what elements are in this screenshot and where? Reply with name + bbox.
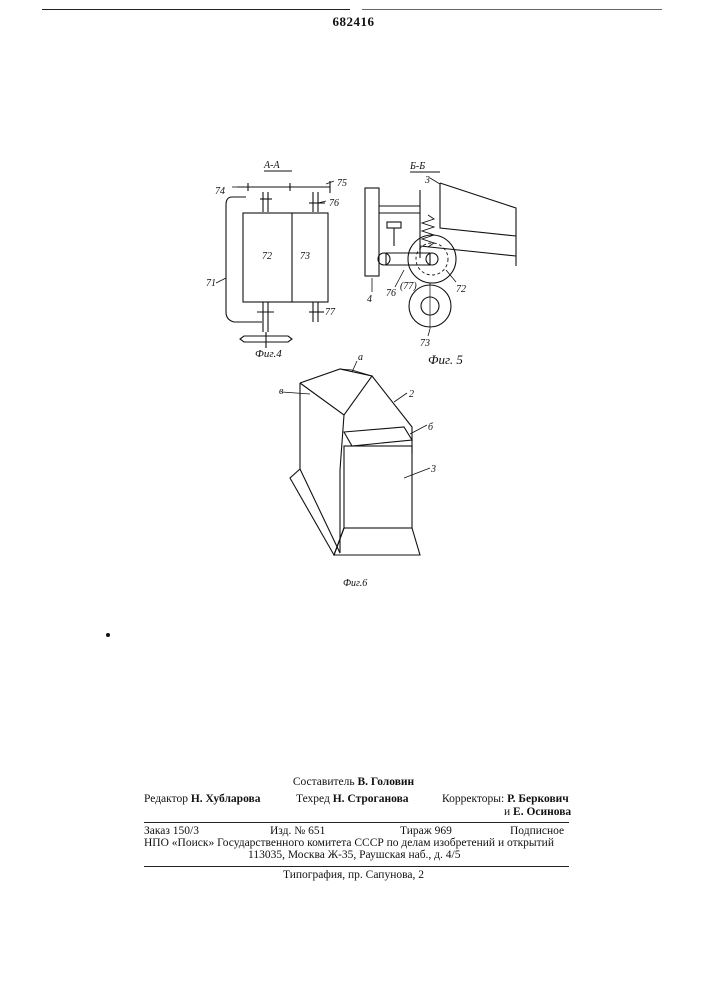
fig4-label-76: 76 xyxy=(329,198,339,209)
fig6-label-v: в xyxy=(279,386,284,397)
fig5-label-73: 73 xyxy=(420,338,430,349)
fig6-label-2: 2 xyxy=(409,389,414,400)
editor-label: Редактор xyxy=(144,793,188,805)
compiler-name: В. Головин xyxy=(357,776,414,788)
fig4-label-74: 74 xyxy=(215,186,225,197)
editor-name: Н. Хубларова xyxy=(191,793,261,805)
fig5-label-76: 76 xyxy=(386,288,396,299)
fig6-label-b: б xyxy=(428,422,434,433)
techred-label: Техред xyxy=(296,793,330,805)
corrector-1: Р. Беркович xyxy=(507,793,569,805)
fig5-label-4: 4 xyxy=(367,294,372,305)
stray-dot xyxy=(106,633,110,637)
fig4-label-72: 72 xyxy=(262,251,272,262)
corrector-2-prefix: и xyxy=(504,806,510,818)
compiler-line: Составитель В. Головин xyxy=(0,776,707,789)
editor-line: Редактор Н. Хубларова xyxy=(144,793,261,806)
address-line: 113035, Москва Ж-35, Раушская наб., д. 4… xyxy=(248,849,460,862)
correctors-label: Корректоры: xyxy=(442,793,504,805)
figure-5 xyxy=(365,172,516,336)
corrector-2: Е. Осинова xyxy=(513,806,571,818)
fig4-label-77: 77 xyxy=(325,307,336,318)
imprint-rule-top xyxy=(144,822,569,823)
fig5-label-3: 3 xyxy=(424,175,430,186)
fig6-caption: Фиг.6 xyxy=(343,578,367,589)
corrector-2-line: и Е. Осинова xyxy=(504,806,571,819)
fig4-label-73: 73 xyxy=(300,251,310,262)
fig6-label-3: 3 xyxy=(430,464,436,475)
figure-4 xyxy=(216,171,334,348)
fig4-caption: Фиг.4 xyxy=(255,348,282,360)
fig5-label-72: 72 xyxy=(456,284,466,295)
fig5-label-77: (77) xyxy=(400,281,417,292)
fig4-label-75: 75 xyxy=(337,178,347,189)
techred-name: Н. Строганова xyxy=(333,793,409,805)
figure-6 xyxy=(282,361,430,555)
correctors-line: Корректоры: Р. Беркович xyxy=(442,793,569,806)
techred-line: Техред Н. Строганова xyxy=(296,793,409,806)
fig5-caption: Фиг. 5 xyxy=(428,352,463,367)
compiler-label: Составитель xyxy=(293,776,355,788)
imprint-rule-bottom xyxy=(144,866,569,867)
fig4-section-label: А-А xyxy=(263,160,280,171)
fig6-label-a: а xyxy=(358,352,363,363)
fig5-section-label: Б-Б xyxy=(409,161,425,172)
fig4-label-71: 71 xyxy=(206,278,216,289)
printing-line: Типография, пр. Сапунова, 2 xyxy=(0,869,707,882)
